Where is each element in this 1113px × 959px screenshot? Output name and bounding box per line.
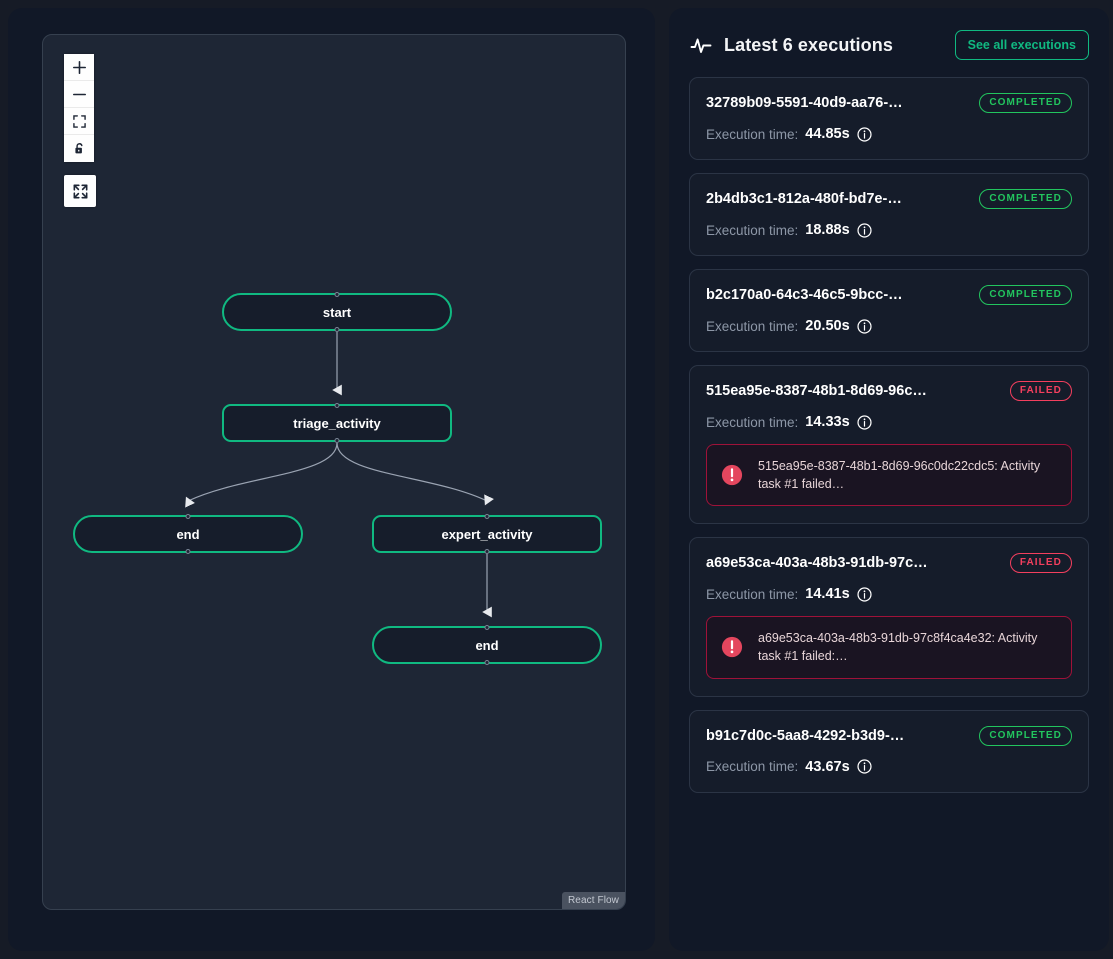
executions-header: Latest 6 executions See all executions [689,30,1089,60]
execution-time-label: Execution time: [706,318,799,334]
lock-button[interactable] [64,135,94,162]
execution-error-text: 515ea95e-8387-48b1-8d69-96c0dc22cdc5: Ac… [758,459,1041,492]
flow-node-label: expert_activity [441,526,533,542]
execution-time-label: Execution time: [706,222,799,238]
node-handle-target[interactable] [334,292,340,297]
status-badge: COMPLETED [979,189,1072,209]
execution-time-row: Execution time: 14.33s [706,414,1072,430]
executions-panel: Latest 6 executions See all executions 3… [669,8,1109,951]
execution-summary-row: b91c7d0c-5aa8-4292-b3d9-… COMPLETED [706,725,1072,746]
execution-time-label: Execution time: [706,414,799,430]
plus-icon [72,60,86,74]
fit-view-icon [72,114,86,128]
zoom-out-button[interactable] [64,81,94,108]
unlock-icon [74,143,83,154]
node-handle-source[interactable] [484,549,490,554]
info-icon[interactable] [857,318,872,334]
flow-node-end-left[interactable]: end [73,514,303,554]
execution-id: 32789b09-5591-40d9-aa76-… [706,95,903,111]
expand-arrows-icon [73,184,87,198]
execution-time-label: Execution time: [706,759,799,774]
execution-time-row: Execution time: 14.41s [706,586,1072,602]
workflow-graph-card: start triage_activity end expert_activit… [8,8,655,951]
executions-list: 32789b09-5591-40d9-aa76-… COMPLETED Exec… [689,77,1089,793]
status-badge: COMPLETED [979,725,1072,746]
info-icon[interactable] [857,126,872,142]
minus-icon [72,93,86,95]
flow-edges [185,332,494,618]
page-title: Latest 6 executions [724,34,893,55]
execution-id: 2b4db3c1-812a-480f-bd7e-… [706,191,902,207]
execution-summary-row: 32789b09-5591-40d9-aa76-… COMPLETED [706,93,1072,113]
execution-time-value: 14.41s [805,586,850,603]
execution-id: b91c7d0c-5aa8-4292-b3d9-… [706,727,905,744]
node-handle-source[interactable] [185,549,191,554]
execution-item-5[interactable]: b91c7d0c-5aa8-4292-b3d9-… COMPLETED Exec… [689,709,1089,793]
execution-time-row: Execution time: 44.85s [706,126,1072,142]
react-flow-controls [64,54,94,162]
react-flow-attribution[interactable]: React Flow [561,892,625,909]
execution-time-value: 43.67s [805,758,850,775]
execution-time-value: 20.50s [805,318,850,334]
status-badge: FAILED [1009,553,1072,574]
execution-time-label: Execution time: [706,126,799,142]
flow-node-expert-activity[interactable]: expert_activity [372,514,602,554]
error-alert-icon [721,637,743,658]
execution-id: a69e53ca-403a-48b3-91db-97c… [706,555,928,572]
execution-id: b2c170a0-64c3-46c5-9bcc-… [706,287,903,303]
execution-summary-row: a69e53ca-403a-48b3-91db-97c… FAILED [706,553,1072,574]
execution-item-2[interactable]: b2c170a0-64c3-46c5-9bcc-… COMPLETED Exec… [689,269,1089,352]
execution-error-box: a69e53ca-403a-48b3-91db-97c8f4ca4e32: Ac… [706,616,1072,679]
fit-view-button[interactable] [64,108,94,135]
execution-item-1[interactable]: 2b4db3c1-812a-480f-bd7e-… COMPLETED Exec… [689,173,1089,256]
fullscreen-button[interactable] [64,175,96,207]
execution-item-0[interactable]: 32789b09-5591-40d9-aa76-… COMPLETED Exec… [689,77,1089,160]
flow-node-triage-activity[interactable]: triage_activity [222,403,452,443]
flow-node-end-right[interactable]: end [372,625,602,665]
status-badge: COMPLETED [979,285,1072,305]
status-badge: FAILED [1009,381,1072,401]
node-handle-source[interactable] [484,660,490,665]
flow-node-label: end [475,637,499,653]
info-icon[interactable] [857,587,872,602]
execution-item-4[interactable]: a69e53ca-403a-48b3-91db-97c… FAILED Exec… [689,537,1089,697]
execution-time-label: Execution time: [706,586,799,602]
react-flow-canvas[interactable]: start triage_activity end expert_activit… [42,34,626,910]
execution-summary-row: 515ea95e-8387-48b1-8d69-96c… FAILED [706,381,1072,401]
node-handle-target[interactable] [484,514,490,519]
execution-item-3[interactable]: 515ea95e-8387-48b1-8d69-96c… FAILED Exec… [689,365,1089,525]
execution-time-row: Execution time: 20.50s [706,318,1072,334]
node-handle-source[interactable] [334,327,340,332]
execution-time-row: Execution time: 43.67s [706,759,1072,775]
node-handle-target[interactable] [334,403,340,408]
flow-node-label: start [322,304,352,320]
error-alert-icon [721,465,743,486]
zoom-in-button[interactable] [64,54,94,81]
see-all-executions-button[interactable]: See all executions [954,30,1089,60]
info-icon[interactable] [857,414,872,430]
execution-summary-row: 2b4db3c1-812a-480f-bd7e-… COMPLETED [706,189,1072,209]
execution-time-value: 44.85s [805,126,850,142]
execution-summary-row: b2c170a0-64c3-46c5-9bcc-… COMPLETED [706,285,1072,305]
execution-time-value: 18.88s [805,222,850,238]
flow-node-label: triage_activity [293,415,381,431]
status-badge: COMPLETED [979,93,1072,113]
activity-pulse-icon [690,38,712,53]
execution-error-text: a69e53ca-403a-48b3-91db-97c8f4ca4e32: Ac… [758,631,1038,664]
execution-id: 515ea95e-8387-48b1-8d69-96c… [706,383,927,399]
info-icon[interactable] [857,759,872,774]
execution-error-box: 515ea95e-8387-48b1-8d69-96c0dc22cdc5: Ac… [706,444,1072,507]
flow-node-label: end [176,526,200,542]
info-icon[interactable] [857,222,872,238]
node-handle-target[interactable] [185,514,191,519]
execution-time-row: Execution time: 18.88s [706,222,1072,238]
node-handle-source[interactable] [334,438,340,443]
flow-node-start[interactable]: start [222,292,452,332]
node-handle-target[interactable] [484,625,490,630]
execution-time-value: 14.33s [805,414,850,430]
